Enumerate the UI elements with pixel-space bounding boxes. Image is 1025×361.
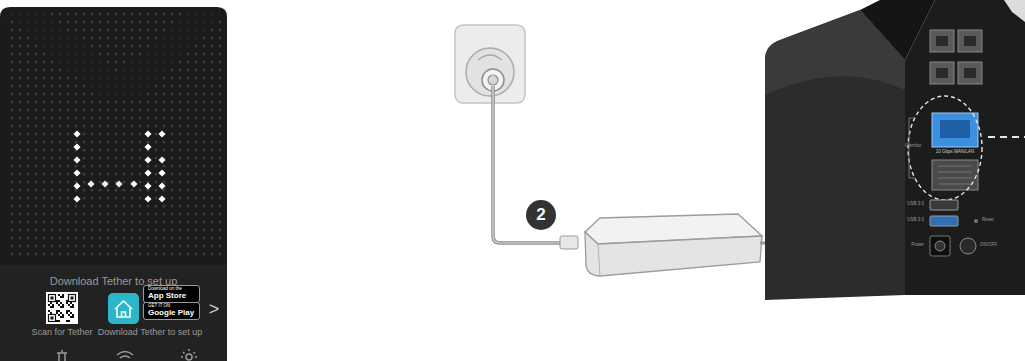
dot-matrix bbox=[10, 12, 221, 255]
socket bbox=[466, 48, 514, 96]
qr-modules bbox=[48, 294, 76, 322]
chevron: > bbox=[209, 300, 220, 320]
google-play-badge: GET IT ONGoogle Play bbox=[143, 302, 200, 320]
app-icon bbox=[108, 293, 139, 324]
wan-lan-port bbox=[932, 113, 978, 147]
caption-text: Scan for Tether bbox=[32, 328, 93, 338]
node-text: App Store bbox=[148, 292, 195, 301]
usb-port bbox=[930, 200, 958, 210]
hi-letters bbox=[73, 130, 165, 202]
router-top-trim bbox=[1004, 0, 1025, 22]
qr-code bbox=[46, 292, 78, 324]
sfp-port bbox=[932, 160, 978, 190]
node-text: 2 bbox=[536, 206, 545, 225]
display-panel bbox=[0, 7, 227, 361]
port-label: Combo bbox=[905, 143, 921, 149]
caption-text: Download Tether to set up bbox=[98, 328, 202, 338]
port-label: ON/OFF bbox=[980, 243, 997, 248]
port-label: Reset bbox=[982, 218, 994, 223]
router-side bbox=[765, 10, 905, 300]
bottom-icons bbox=[57, 349, 197, 361]
display-panel-node: Download Tether to set up Download on the… bbox=[0, 7, 227, 361]
cable-connector bbox=[560, 236, 578, 249]
port-label: 10 Gbps WAN/LAN bbox=[936, 150, 975, 155]
power-cable bbox=[493, 86, 560, 243]
power-jack bbox=[930, 236, 950, 256]
leader-line bbox=[988, 136, 1025, 138]
node-text: Google Play bbox=[148, 309, 195, 318]
port-label: USB 3.0 bbox=[907, 218, 924, 223]
port-label: USB 3.0 bbox=[907, 202, 924, 207]
wall-outlet bbox=[455, 25, 525, 103]
display-strip bbox=[0, 265, 227, 361]
app-store-badge: Download on theApp Store bbox=[143, 285, 200, 303]
usb-port bbox=[930, 216, 958, 226]
power-button bbox=[960, 238, 976, 254]
reset-hole bbox=[974, 219, 978, 223]
port-label: Power bbox=[911, 243, 924, 248]
callout-number: 2 bbox=[526, 200, 556, 230]
router-back bbox=[905, 0, 1025, 295]
ethernet-ports bbox=[930, 30, 982, 84]
app-icon-house bbox=[115, 301, 132, 317]
